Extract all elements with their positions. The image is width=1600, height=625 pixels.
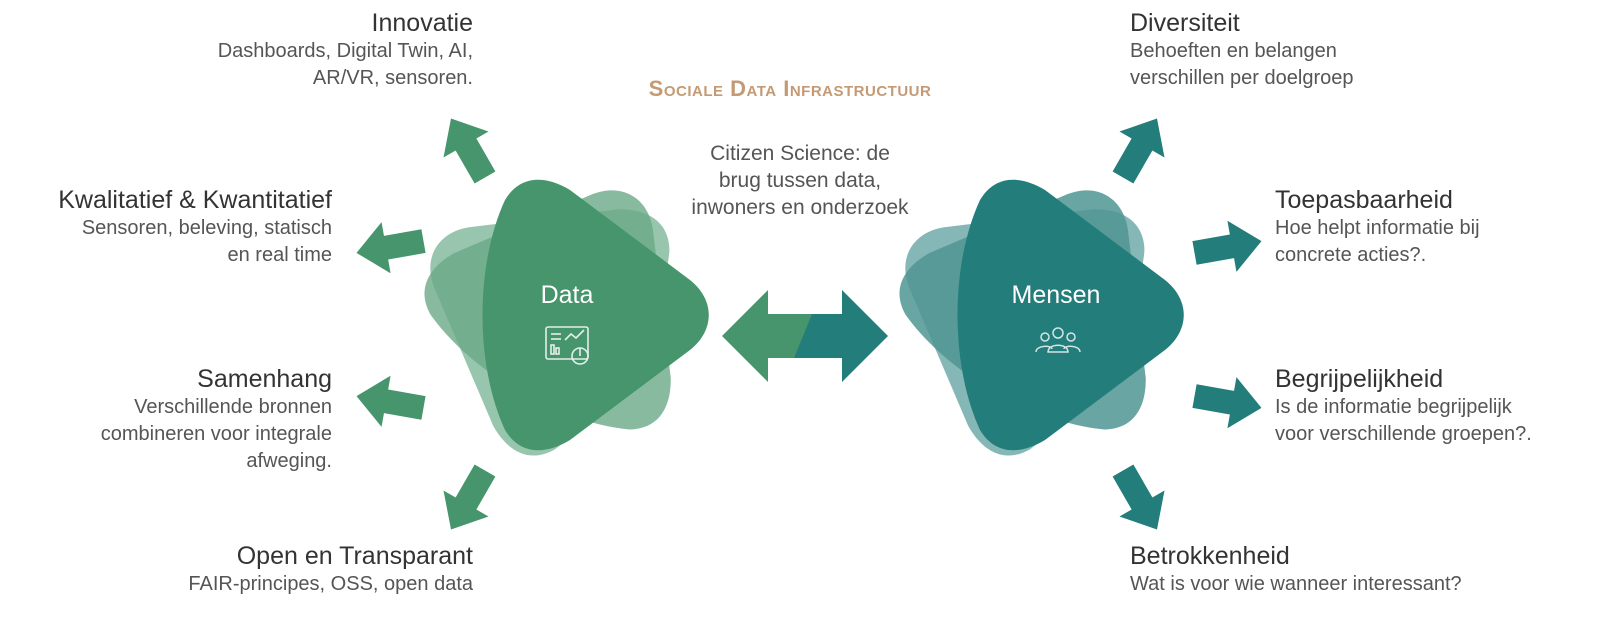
item-heading: Betrokkenheid — [1130, 542, 1290, 570]
item-toepasbaarheid: Toepasbaarheid Hoe helpt informatie bij … — [1275, 185, 1480, 269]
item-heading: Toepasbaarheid — [1275, 186, 1453, 214]
mensen-label: Mensen — [1012, 281, 1101, 309]
item-text: concrete acties?. — [1275, 244, 1427, 266]
arrow-left-icon — [352, 215, 428, 279]
item-text: combineren voor integrale — [100, 423, 332, 445]
item-text: AR/VR, sensoren. — [312, 67, 473, 89]
arrow-right-icon — [1190, 215, 1266, 279]
item-text: afweging. — [246, 450, 332, 472]
arrow-down-left-icon — [428, 457, 508, 543]
arrow-left-icon — [352, 370, 428, 434]
center-text-line: brug tussen data, — [718, 169, 882, 192]
dashboard-icon — [545, 326, 589, 365]
item-heading: Samenhang — [197, 365, 332, 393]
item-samenhang: Samenhang Verschillende bronnen combiner… — [101, 364, 332, 475]
double-arrow — [722, 290, 888, 382]
center-text: Citizen Science: de brug tussen data, in… — [640, 140, 960, 221]
arrow-right-icon — [794, 290, 888, 382]
arrow-up-left-icon — [428, 105, 508, 191]
item-diversiteit: Diversiteit Behoeften en belangen versch… — [1130, 8, 1353, 92]
item-heading: Innovatie — [371, 9, 473, 37]
arrow-up-right-icon — [1100, 105, 1180, 191]
center-text-line: Citizen Science: de — [710, 142, 890, 165]
item-text: Behoeften en belangen — [1130, 40, 1337, 62]
item-text: Dashboards, Digital Twin, AI, — [217, 40, 473, 62]
arrow-down-right-icon — [1100, 457, 1180, 543]
center-text-line: inwoners en onderzoek — [691, 196, 909, 219]
arrow-right-icon — [1190, 370, 1266, 434]
item-text: FAIR-principes, OSS, open data — [188, 573, 473, 595]
item-open-transparant: Open en Transparant FAIR-principes, OSS,… — [188, 541, 473, 598]
item-heading: Diversiteit — [1130, 9, 1240, 37]
arrow-left-icon — [722, 290, 818, 382]
diagram-title: Sociale Data Infrastructuur — [648, 76, 932, 101]
item-text: Wat is voor wie wanneer interessant? — [1130, 573, 1462, 595]
people-icon — [1035, 327, 1081, 353]
item-heading: Kwalitatief & Kwantitatief — [58, 186, 332, 214]
item-betrokkenheid: Betrokkenheid Wat is voor wie wanneer in… — [1130, 541, 1462, 598]
item-kwalitatief-kwantitatief: Kwalitatief & Kwantitatief Sensoren, bel… — [58, 185, 332, 269]
item-begrijpelijkheid: Begrijpelijkheid Is de informatie begrij… — [1275, 364, 1532, 448]
item-innovatie: Innovatie Dashboards, Digital Twin, AI, … — [218, 8, 473, 92]
item-text: voor verschillende groepen?. — [1275, 423, 1532, 445]
item-text: Is de informatie begrijpelijk — [1275, 396, 1512, 418]
data-label: Data — [541, 281, 594, 309]
item-text: verschillen per doelgroep — [1130, 67, 1354, 89]
item-heading: Begrijpelijkheid — [1275, 365, 1444, 393]
item-heading: Open en Transparant — [236, 542, 473, 570]
item-text: Hoe helpt informatie bij — [1275, 217, 1480, 239]
item-text: en real time — [227, 244, 333, 266]
item-text: Verschillende bronnen — [134, 396, 332, 418]
item-text: Sensoren, beleving, statisch — [81, 217, 332, 239]
